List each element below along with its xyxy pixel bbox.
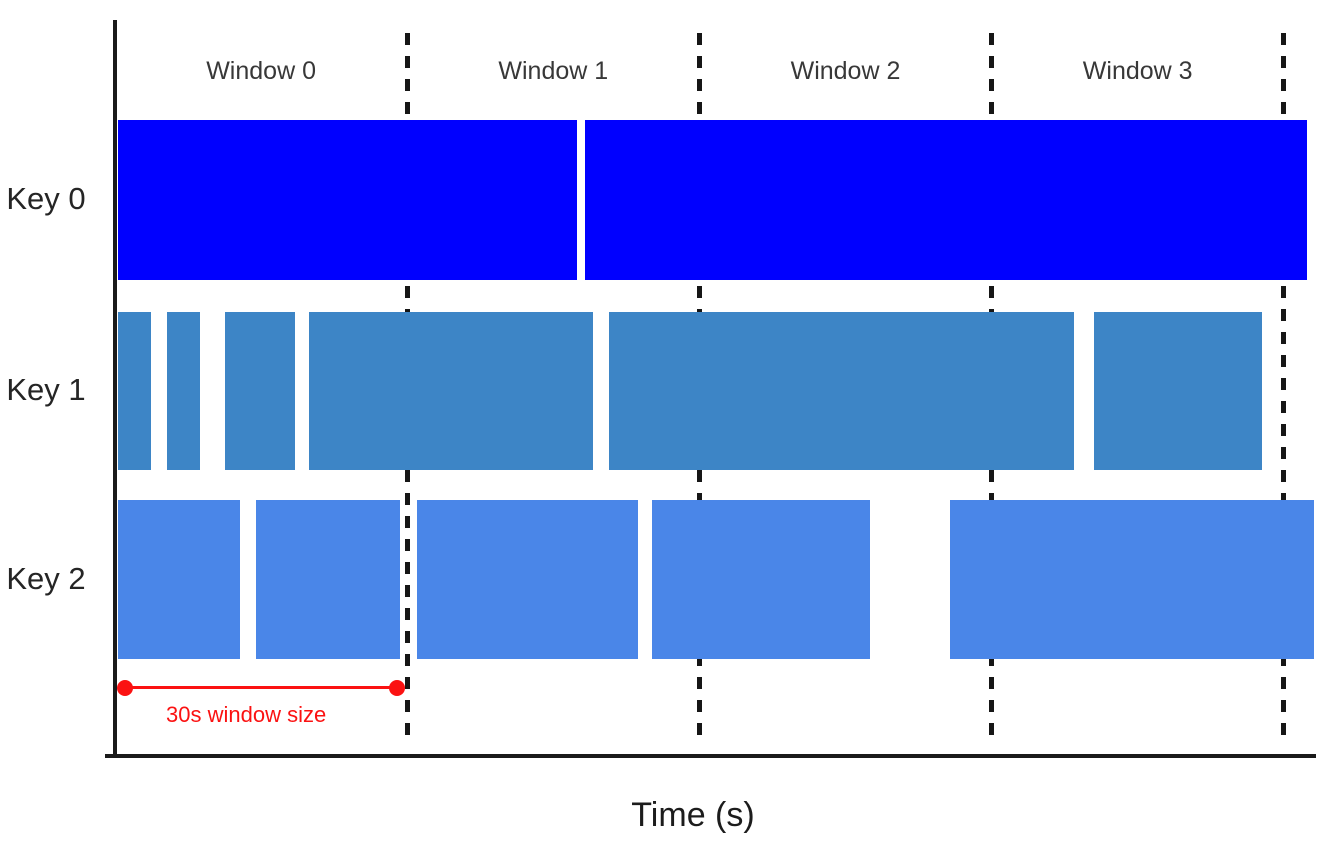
window-label: Window 2 bbox=[790, 57, 901, 85]
event-bar bbox=[166, 312, 200, 470]
event-bar bbox=[308, 312, 594, 470]
event-bar bbox=[1093, 312, 1263, 470]
event-bar bbox=[651, 500, 870, 659]
y-axis-line bbox=[113, 20, 117, 758]
window-label: Window 3 bbox=[1082, 57, 1193, 85]
x-axis-line bbox=[105, 754, 1316, 758]
event-bar bbox=[256, 500, 401, 659]
window-size-label: 30s window size bbox=[166, 702, 327, 727]
window-label: Window 1 bbox=[498, 57, 609, 85]
event-bar bbox=[608, 312, 1075, 470]
window-boundary-line bbox=[1281, 33, 1287, 740]
event-bar bbox=[117, 500, 240, 659]
measurement-dot-start bbox=[116, 680, 133, 696]
event-bar bbox=[225, 312, 296, 470]
row-label: Key 1 bbox=[6, 372, 86, 407]
measurement-dot-end bbox=[389, 680, 406, 696]
event-bar bbox=[585, 120, 1308, 280]
window-label: Window 0 bbox=[206, 57, 316, 85]
event-bar bbox=[949, 500, 1314, 659]
event-bar bbox=[416, 500, 639, 659]
event-bar bbox=[117, 120, 577, 280]
x-axis-title: Time (s) bbox=[631, 796, 755, 834]
row-label: Key 0 bbox=[6, 181, 86, 216]
event-bar bbox=[117, 312, 152, 470]
row-label: Key 2 bbox=[6, 560, 86, 596]
measurement-line bbox=[124, 686, 398, 689]
